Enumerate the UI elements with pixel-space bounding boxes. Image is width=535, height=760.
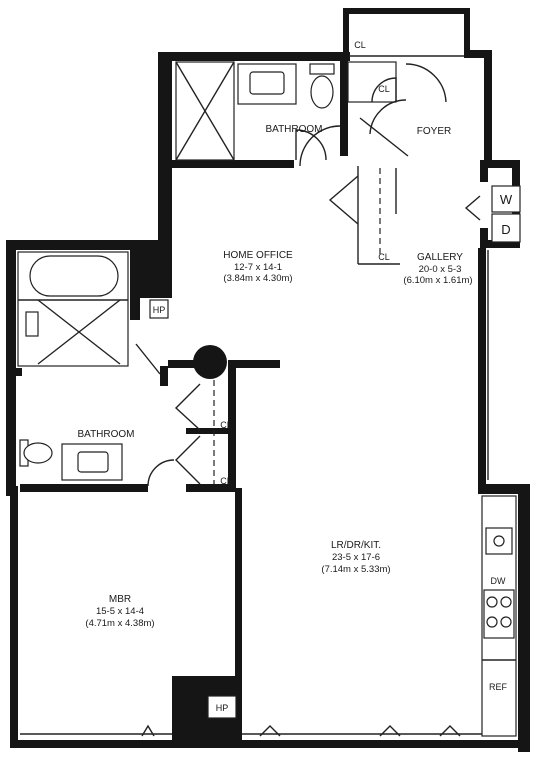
room-name-bathroom-top: BATHROOM — [265, 124, 322, 135]
closet-label-top: CL — [354, 40, 366, 50]
hp-label-lower: HP — [216, 703, 229, 713]
closet-label-foyer: CL — [378, 84, 390, 94]
walls — [6, 8, 530, 752]
hp-label-upper: HP — [153, 305, 166, 315]
room-dim-ft-mbr: 15-5 x 14-4 — [96, 606, 144, 617]
windows — [20, 250, 516, 735]
room-name-foyer: FOYER — [417, 126, 451, 137]
room-dim-m-gallery: (6.10m x 1.61m) — [403, 275, 472, 286]
room-dim-ft-living: 23-5 x 17-6 — [332, 552, 380, 563]
room-dim-ft-gallery: 20-0 x 5-3 — [419, 264, 462, 275]
room-name-living: LR/DR/KIT. — [331, 540, 381, 551]
doors — [141, 125, 461, 737]
left-bathroom-fixtures — [17, 251, 175, 487]
dishwasher-label: DW — [491, 576, 506, 586]
room-name-home-office: HOME OFFICE — [223, 250, 293, 261]
room-name-gallery: GALLERY — [417, 252, 463, 263]
closet-label-mid-2: CL — [220, 476, 232, 486]
closet-label-gallery: CL — [378, 252, 390, 262]
washer-label: W — [500, 192, 513, 207]
dryer-label: D — [501, 222, 510, 237]
gallery-closet — [328, 166, 400, 265]
refrigerator-label: REF — [489, 682, 508, 692]
room-dim-m-living: (7.14m x 5.33m) — [321, 564, 390, 575]
room-dim-m-home-office: (3.84m x 4.30m) — [223, 273, 292, 284]
room-dim-m-mbr: (4.71m x 4.38m) — [85, 618, 154, 629]
top-bathroom-fixtures — [175, 55, 464, 161]
foyer-closet — [347, 61, 447, 157]
room-dim-ft-home-office: 12-7 x 14-1 — [234, 262, 282, 273]
room-name-mbr: MBR — [109, 594, 131, 605]
mid-closets — [174, 380, 215, 485]
closet-label-mid-1: CL — [220, 420, 232, 430]
washer-dryer — [464, 185, 521, 243]
room-name-bathroom-mid: BATHROOM — [77, 429, 134, 440]
kitchen-fixtures — [481, 495, 517, 737]
